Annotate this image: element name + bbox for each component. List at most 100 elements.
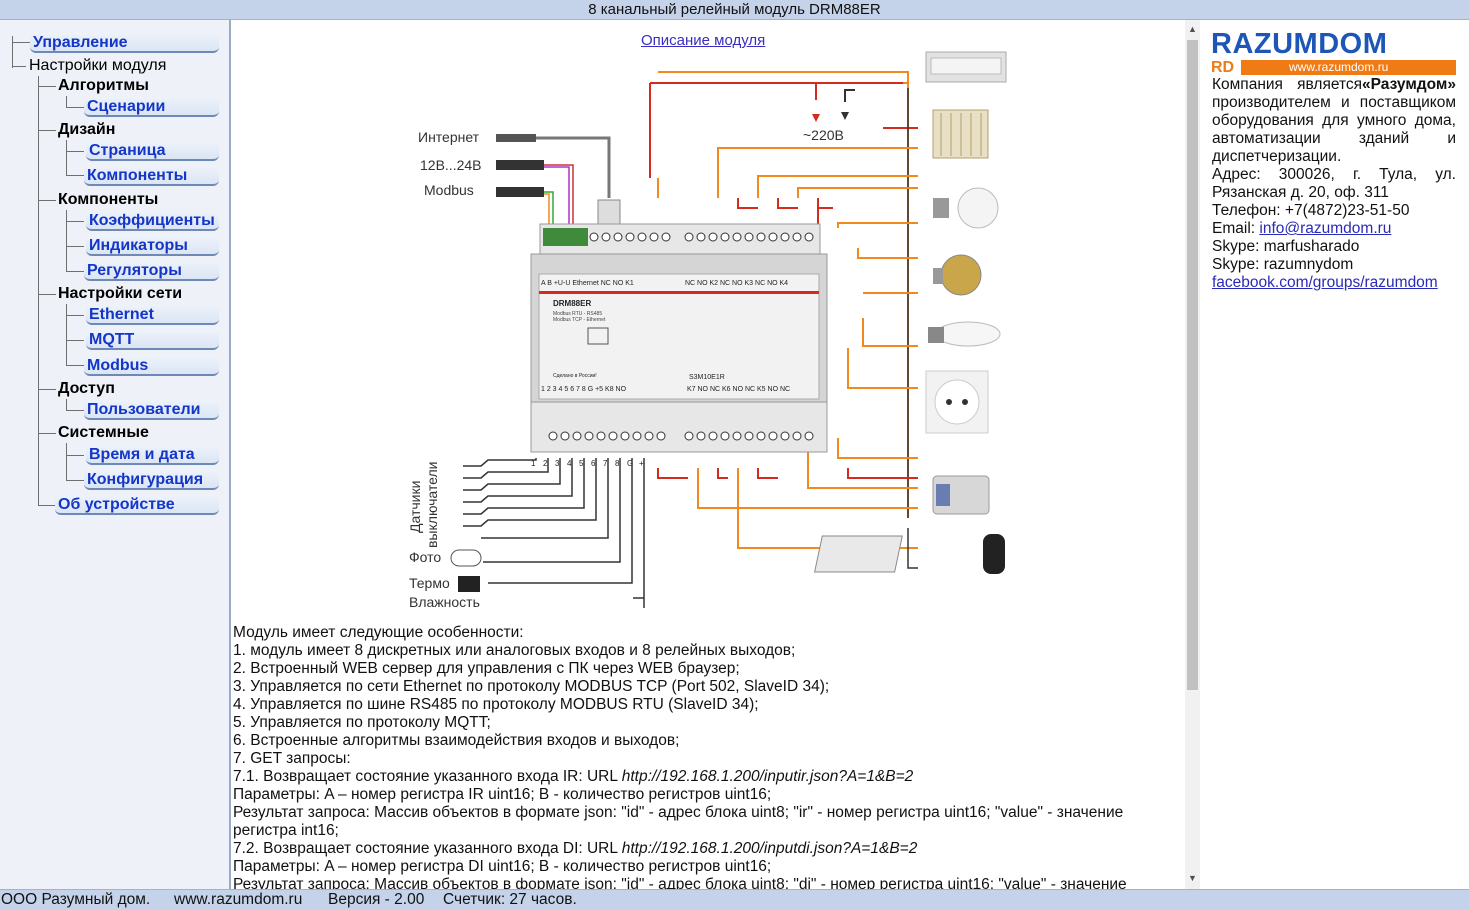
input-number: 2 xyxy=(543,459,548,468)
tree-line xyxy=(38,433,56,434)
feature-text: 7.2. Возвращает состояние указанного вхо… xyxy=(233,840,622,857)
input-number: 1 xyxy=(531,459,536,468)
arrow-down-black-icon xyxy=(841,112,849,120)
company-skype1: Skype: marfusharado xyxy=(1212,238,1360,255)
company-name: «Разумдом» xyxy=(1362,76,1456,93)
status-version: Версия - 2.00 xyxy=(328,891,425,908)
input-number: 5 xyxy=(579,459,584,468)
sidebar-item-regulyatory[interactable]: Регуляторы xyxy=(84,261,219,281)
label-sensors: Датчики xyxy=(407,481,423,533)
tree-line xyxy=(12,66,26,67)
feature-item: 7.1. Возвращает состояние указанного вхо… xyxy=(233,768,1173,786)
module-top-right-labels: NC NO K2 NC NO K3 NC NO K4 xyxy=(685,280,788,287)
logo-rd: RD xyxy=(1211,59,1235,76)
sidebar-item-indikatory[interactable]: Индикаторы xyxy=(86,236,219,256)
sidebar-item-stranica[interactable]: Страница xyxy=(86,141,219,161)
company-panel: RAZUMDOM RD www.razumdom.ru Компания «Ра… xyxy=(1203,20,1469,889)
tree-line xyxy=(38,200,56,201)
sidebar-item-ob-ustroistve[interactable]: Об устройстве xyxy=(55,495,219,515)
module-top-left-labels: A B +U-U Ethernet NC NO K1 xyxy=(541,280,634,287)
label-thermo: Термо xyxy=(409,575,450,591)
logo-bar: RD www.razumdom.ru xyxy=(1211,59,1456,76)
tree-line xyxy=(66,304,67,366)
company-email: Email: info@razumdom.ru xyxy=(1212,220,1456,238)
feature-item: Результат запроса: Массив объектов в фор… xyxy=(233,876,1127,889)
tree-line xyxy=(38,505,56,506)
feature-item: Результат запроса: Массив объектов в фор… xyxy=(233,804,1124,839)
company-description: Компания «Разумдом» является производите… xyxy=(1212,76,1456,166)
get-url-inputdi: http://192.168.1.200/inputdi.json?A=1&B=… xyxy=(621,840,918,857)
scroll-down-icon[interactable]: ▼ xyxy=(1188,873,1197,883)
input-number: 4 xyxy=(567,459,572,468)
input-number: 6 xyxy=(591,459,596,468)
sidebar-item-konfig[interactable]: Конфигурация xyxy=(84,470,219,490)
label-humidity: Влажность xyxy=(409,594,480,608)
tree-line xyxy=(38,389,56,390)
input-number: 3 xyxy=(555,459,560,468)
module-sub2: Modbus TCP - Ethernet xyxy=(553,317,606,323)
status-org: ООО Разумный дом. xyxy=(1,891,151,908)
feature-item: 4. Управляется по шине RS485 по протокол… xyxy=(233,696,759,713)
sidebar-item-mqtt[interactable]: MQTT xyxy=(86,330,219,350)
tree-line xyxy=(66,271,84,272)
input-number: 7 xyxy=(603,459,608,468)
tree-line xyxy=(66,107,84,108)
spot-lamp-icon xyxy=(940,254,982,296)
features-intro: Модуль имеет следующие особенности: xyxy=(233,624,524,641)
sidebar-item-vremya[interactable]: Время и дата xyxy=(86,445,219,465)
module-bottom-left-labels: 1 2 3 4 5 6 7 8 G +5 K8 NO xyxy=(541,386,627,393)
scroll-up-icon[interactable]: ▲ xyxy=(1188,24,1197,34)
sidebar-item-modbus[interactable]: Modbus xyxy=(84,356,219,376)
input-number: 8 xyxy=(615,459,620,468)
module-sub1: Modbus RTU - RS485 xyxy=(553,311,602,317)
sidebar-item-komponenty-design[interactable]: Компоненты xyxy=(84,166,219,186)
main-scrollbar[interactable]: ▲ ▼ xyxy=(1185,20,1200,889)
photo-sensor-icon xyxy=(450,549,482,567)
label-modbus: Modbus xyxy=(424,182,474,198)
arrow-down-red-icon xyxy=(812,114,820,122)
company-address: Адрес: 300026, г. Тула, ул. Рязанская д.… xyxy=(1212,166,1456,201)
tree-line xyxy=(66,480,84,481)
sidebar-item-upravlenie[interactable]: Управление xyxy=(30,33,219,53)
module-description-link[interactable]: Описание модуля xyxy=(641,32,766,49)
tree-line xyxy=(66,151,84,152)
tree-line xyxy=(66,246,84,247)
sidebar-group-komponenty: Компоненты xyxy=(58,191,159,208)
candle-bulb-icon xyxy=(935,321,1001,347)
sidebar-item-scenarii[interactable]: Сценарии xyxy=(84,97,219,117)
get-url-inputir: http://192.168.1.200/inputir.json?A=1&B=… xyxy=(621,768,914,785)
main-content: Описание модуля xyxy=(233,20,1185,889)
tree-line xyxy=(66,340,84,341)
tree-line xyxy=(66,175,84,176)
label-internet: Интернет xyxy=(418,129,480,145)
tree-line xyxy=(66,221,84,222)
label-switches: выключатели xyxy=(424,462,440,548)
label-photo: Фото xyxy=(409,549,441,565)
module-made-in-russia: Сделано в России! xyxy=(553,373,597,379)
tree-line xyxy=(66,455,84,456)
facebook-link[interactable]: facebook.com/groups/razumdom xyxy=(1212,274,1438,291)
email-link[interactable]: info@razumdom.ru xyxy=(1259,220,1392,237)
sidebar-group-algoritmy: Алгоритмы xyxy=(58,77,149,94)
sidebar-item-koef[interactable]: Коэффициенты xyxy=(86,211,219,231)
razumdom-logo: RAZUMDOM xyxy=(1211,28,1388,60)
company-text: Компания xyxy=(1212,76,1298,93)
tree-line xyxy=(66,410,84,411)
sidebar-item-ethernet[interactable]: Ethernet xyxy=(86,305,219,325)
tree-line xyxy=(66,315,84,316)
scroll-thumb[interactable] xyxy=(1187,40,1198,690)
tree-line xyxy=(66,365,84,366)
sidebar-item-polzovateli[interactable]: Пользователи xyxy=(84,400,219,420)
status-bar: ООО Разумный дом. www.razumdom.ru Версия… xyxy=(0,889,1469,910)
features-list: Модуль имеет следующие особенности: 1. м… xyxy=(233,624,1173,889)
tree-line xyxy=(38,130,56,131)
tree-line xyxy=(38,294,56,295)
company-text: является производителем и поставщиком об… xyxy=(1212,76,1456,165)
logo-url: www.razumdom.ru xyxy=(1241,60,1456,75)
tree-line xyxy=(66,443,67,480)
tree-line xyxy=(66,210,67,272)
sidebar-item-nastroiki[interactable]: Настройки модуля xyxy=(29,57,167,74)
feature-text: 7.1. Возвращает состояние указанного вхо… xyxy=(233,768,622,785)
window-title: 8 канальный релейный модуль DRM88ER xyxy=(0,0,1469,20)
thermo-sensor-icon xyxy=(458,576,480,592)
